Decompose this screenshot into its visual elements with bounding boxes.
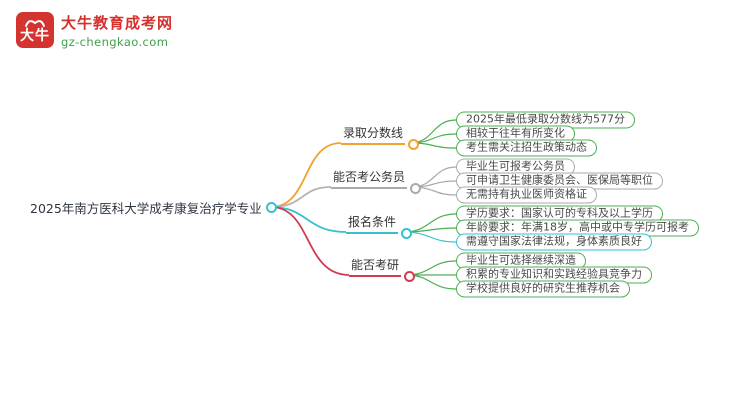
- site-logo[interactable]: 大牛 大牛教育成考网 gz-chengkao.com: [16, 12, 173, 49]
- branch-requirements: 报名条件: [346, 215, 413, 239]
- branch-scoreline: 录取分数线: [341, 126, 420, 150]
- branch-label: 能否考公务员: [331, 170, 408, 189]
- edge-central-scoreline: [270, 142, 342, 208]
- branch-label: 录取分数线: [341, 126, 406, 145]
- branch-grad-school: 能否考研: [349, 258, 416, 282]
- branch-label: 能否考研: [349, 258, 402, 277]
- edge-central-gradschool: [270, 206, 350, 276]
- branch-node-dot: [401, 228, 413, 239]
- logo-seal-icon: 大牛: [16, 12, 54, 48]
- site-url: gz-chengkao.com: [61, 35, 169, 49]
- mindmap-leaf: 2025年最低录取分数线为577分: [456, 111, 635, 129]
- bull-horns-icon: [25, 20, 45, 27]
- central-node-dot: [265, 202, 277, 213]
- mindmap-leaf: 学校提供良好的研究生推荐机会: [456, 280, 630, 298]
- mindmap-leaf: 年龄要求：年满18岁，高中或中专学历可报考: [456, 219, 699, 237]
- site-title: 大牛教育成考网: [61, 14, 174, 32]
- central-topic-label: 2025年南方医科大学成考康复治疗学专业: [30, 201, 262, 216]
- branch-node-dot: [410, 183, 422, 194]
- branch-label: 报名条件: [346, 215, 399, 234]
- mindmap-leaf: 可申请卫生健康委员会、医保局等职位: [456, 172, 663, 190]
- edge-central-requirements: [270, 206, 347, 233]
- mindmap-leaf: 学历要求：国家认可的专科及以上学历: [456, 205, 663, 223]
- logo-seal-text: 大牛: [20, 28, 50, 44]
- mindmap-leaf: 考生需关注招生政策动态: [456, 139, 597, 157]
- edge-central-civilservice: [270, 186, 332, 208]
- mindmap-leaf: 需遵守国家法律法规，身体素质良好: [456, 233, 652, 251]
- mindmap-leaf: 无需持有执业医师资格证: [456, 186, 597, 204]
- branch-node-dot: [404, 271, 416, 282]
- mindmap-leaf: 毕业生可报考公务员: [456, 158, 575, 176]
- branch-civil-service: 能否考公务员: [331, 170, 422, 194]
- central-topic: 2025年南方医科大学成考康复治疗学专业: [30, 198, 277, 217]
- branch-node-dot: [408, 139, 420, 150]
